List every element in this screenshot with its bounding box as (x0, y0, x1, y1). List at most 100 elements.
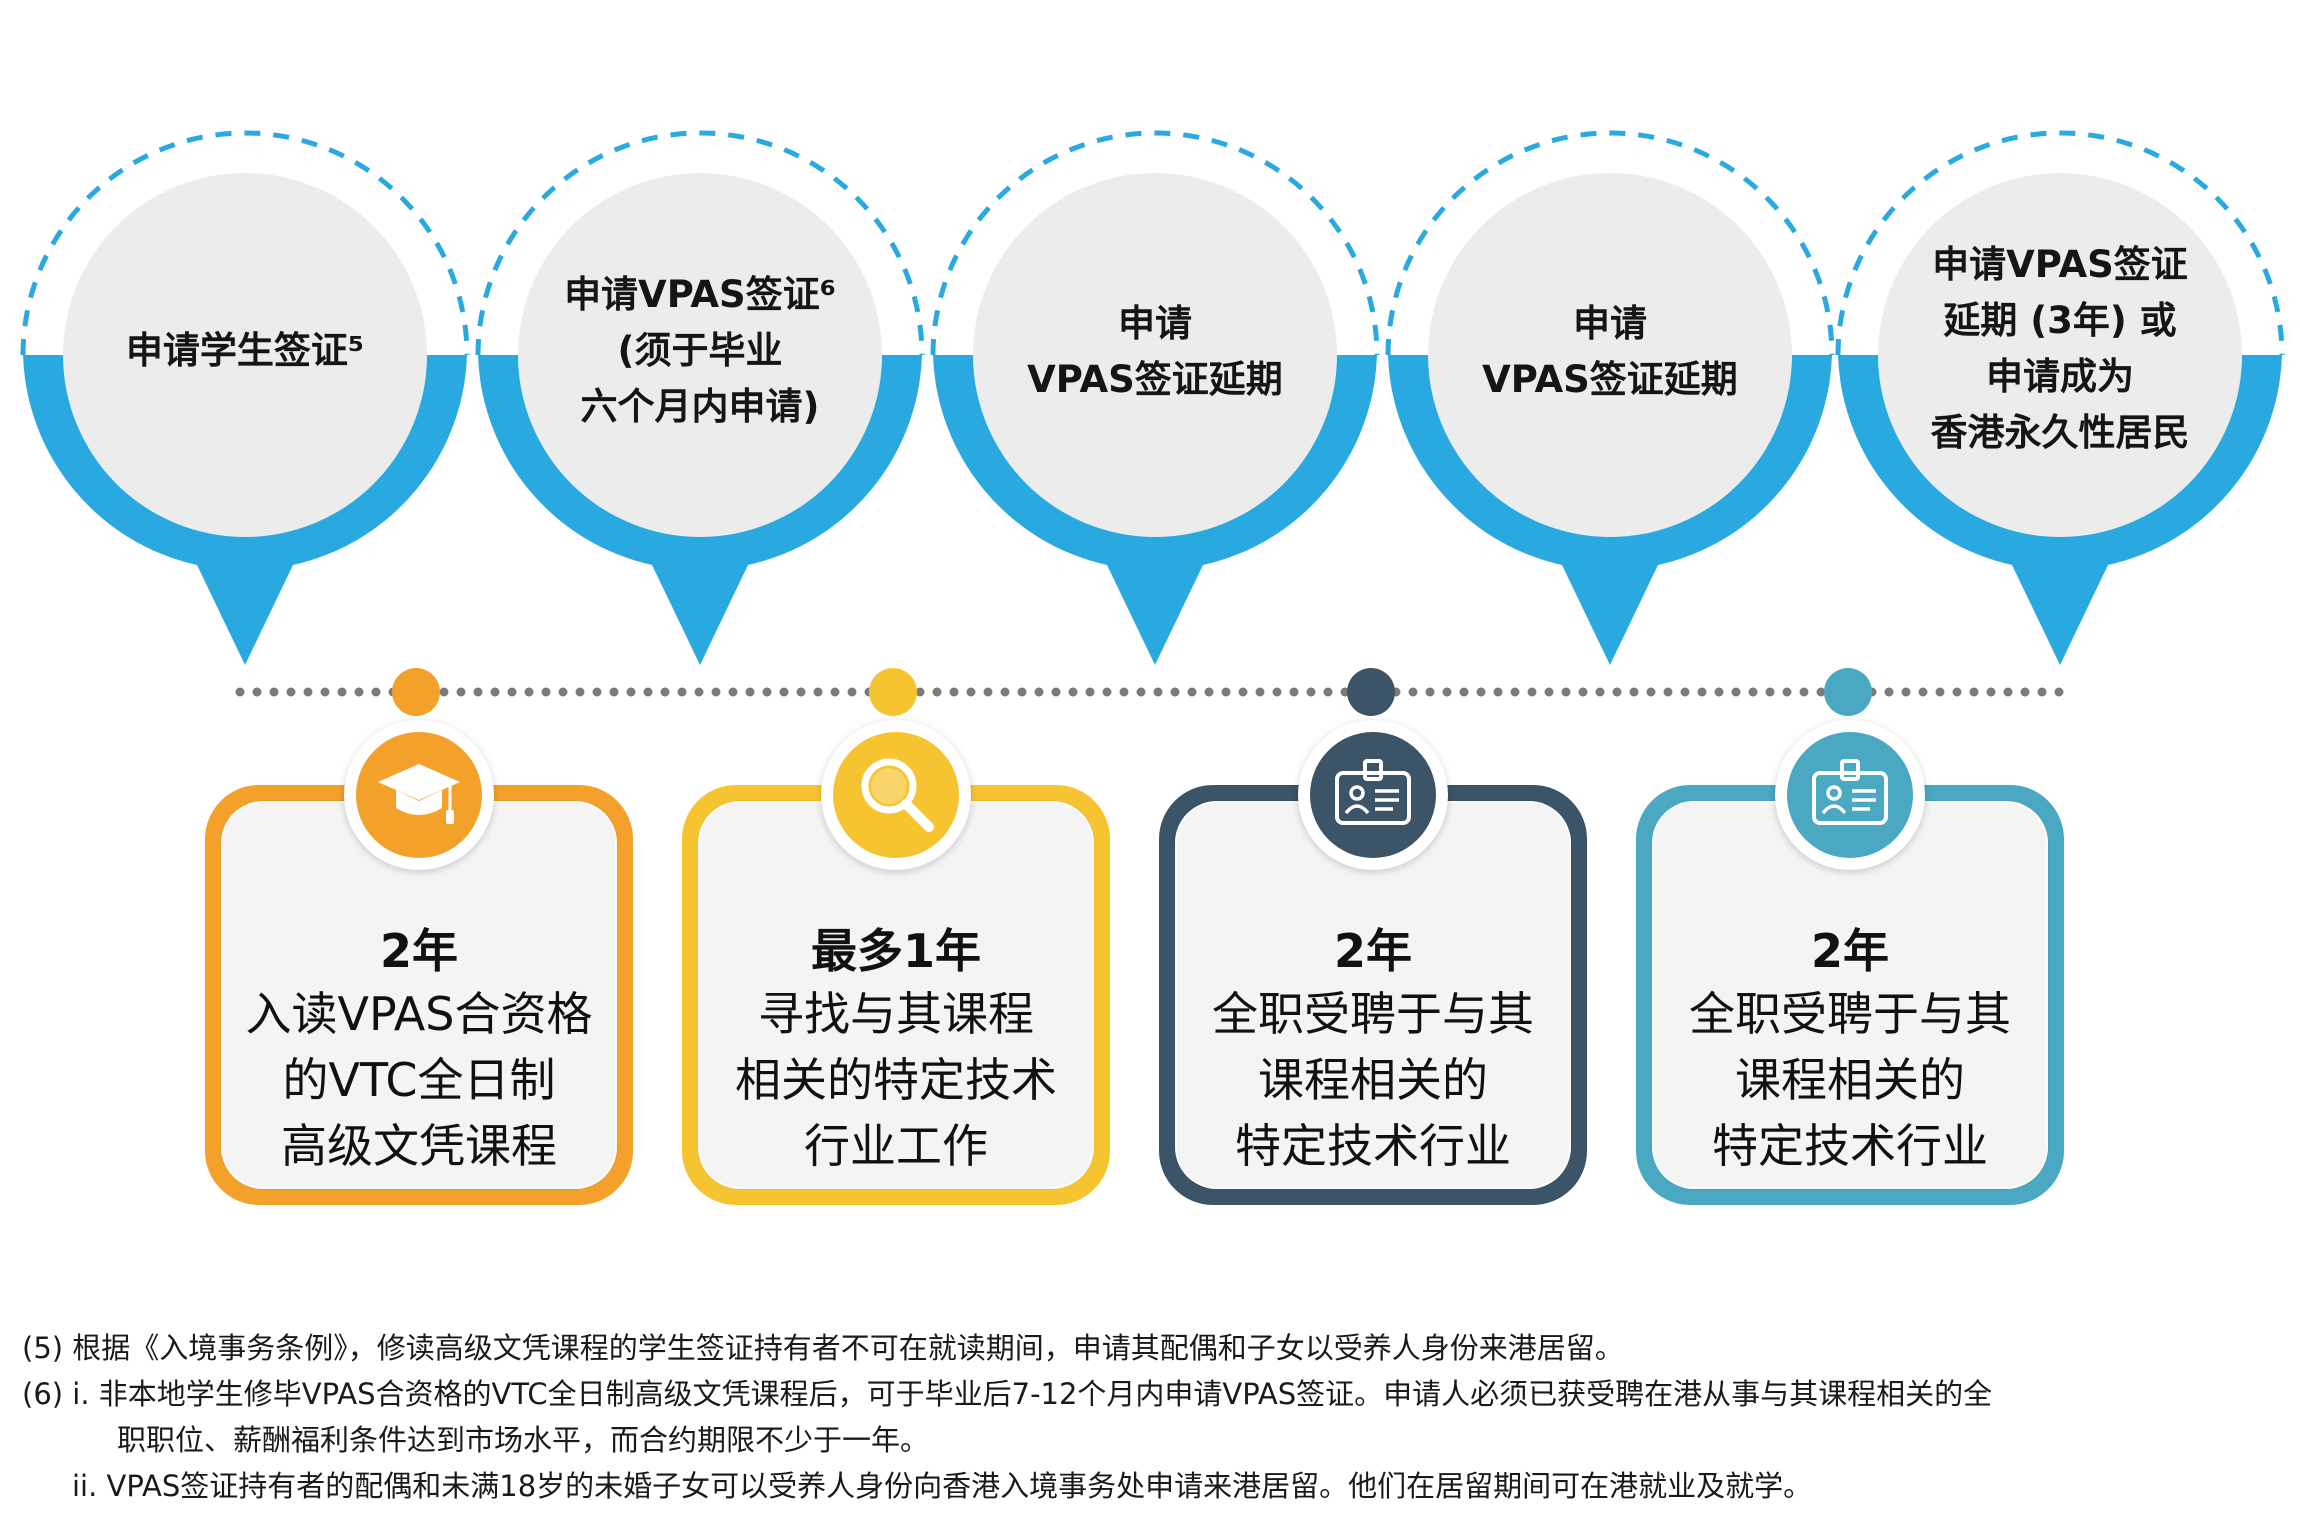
timeline-dot (966, 687, 976, 697)
timeline-dot (2003, 687, 2013, 697)
timeline-dot (1544, 687, 1554, 697)
magnifying-glass-icon (861, 758, 934, 832)
card-4-icon-badge (1775, 720, 1925, 870)
card-line-1: 全职受聘于与其 (1689, 987, 2011, 1041)
timeline-dot (1187, 687, 1197, 697)
timeline-milestone-2 (869, 668, 917, 716)
timeline-dot (1000, 687, 1010, 697)
timeline-dot (1918, 687, 1928, 697)
timeline-dot (1952, 687, 1962, 697)
id-badge-icon (1335, 759, 1411, 825)
timeline-dot (1119, 687, 1129, 697)
timeline-dot (1034, 687, 1044, 697)
timeline-dot (269, 687, 279, 697)
graduation-cap-icon (378, 764, 460, 824)
timeline-dot (1051, 687, 1061, 697)
timeline-dot (252, 687, 262, 697)
timeline-dot (1170, 687, 1180, 697)
timeline-dot (473, 687, 483, 697)
timeline-dot (694, 687, 704, 697)
timeline-dot (1986, 687, 1996, 697)
timeline-dot (1476, 687, 1486, 697)
timeline-dot (1969, 687, 1979, 697)
step-4-line-1: 申请 (1573, 302, 1647, 345)
bubble-2-disc (518, 173, 882, 537)
bubble-3-dashed-arc (930, 130, 1380, 356)
timeline-dot (490, 687, 500, 697)
card-job-search: 最多1年 寻找与其课程 相关的特定技术 行业工作 (682, 785, 1110, 1205)
bubble-3-disc (973, 173, 1337, 537)
timeline-dot (354, 687, 364, 697)
timeline-dot (2037, 687, 2047, 697)
timeline-dot (1255, 687, 1265, 697)
timeline-dot (1578, 687, 1588, 697)
step-5-line-3: 申请成为 (1986, 355, 2134, 398)
timeline-dot (1493, 687, 1503, 697)
footnotes: (5) 根据《入境事务条例》，修读高级文凭课程的学生签证持有者不可在就读期间，申… (22, 1325, 2282, 1509)
timeline-dot (1272, 687, 1282, 697)
timeline-dot (524, 687, 534, 697)
timeline-dot (1289, 687, 1299, 697)
timeline-dot (609, 687, 619, 697)
step-2-label: 申请VPAS签证⁶ (须于毕业 六个月内申请) (540, 267, 860, 435)
timeline-dot (626, 687, 636, 697)
timeline-dot (541, 687, 551, 697)
timeline-dot (1663, 687, 1673, 697)
timeline-dot (1697, 687, 1707, 697)
step-1-line-1: 申请学生签证⁵ (125, 329, 365, 372)
timeline-dot (303, 687, 313, 697)
timeline-dot (983, 687, 993, 697)
timeline-dot (1765, 687, 1775, 697)
bubble-4-disc (1428, 173, 1792, 537)
timeline-dot (1085, 687, 1095, 697)
footnote-6-ii: ii. VPAS签证持有者的配偶和未满18岁的未婚子女可以受养人身份向香港入境事… (72, 1469, 1813, 1503)
timeline-dot (1408, 687, 1418, 697)
timeline-dot (1731, 687, 1741, 697)
timeline-dot (728, 687, 738, 697)
timeline-dot (371, 687, 381, 697)
timeline-dot (1442, 687, 1452, 697)
card-duration: 最多1年 (810, 924, 981, 978)
bubble-5-dashed-arc (1835, 130, 2285, 356)
timeline-dot (1510, 687, 1520, 697)
card-2-icon-badge (821, 720, 971, 870)
timeline-dot (796, 687, 806, 697)
card-line-3: 特定技术行业 (1712, 1119, 1988, 1173)
step-4-label: 申请 VPAS签证延期 (1450, 296, 1770, 408)
timeline-dot (1884, 687, 1894, 697)
timeline-dot (1901, 687, 1911, 697)
step-2-line-3: 六个月内申请) (580, 385, 820, 428)
card-duration: 2年 (1333, 924, 1412, 978)
card-line-3: 行业工作 (804, 1119, 988, 1173)
timeline-dot (1595, 687, 1605, 697)
bubble-5-disc (1878, 173, 2242, 537)
step-5-line-1: 申请VPAS签证 (1932, 243, 2188, 286)
step-2-line-2: (须于毕业 (617, 329, 783, 372)
footnote-5: (5) 根据《入境事务条例》，修读高级文凭课程的学生签证持有者不可在就读期间，申… (22, 1331, 1624, 1365)
step-2-line-1: 申请VPAS签证⁶ (564, 273, 836, 316)
timeline-dot (1935, 687, 1945, 697)
timeline-dot (1782, 687, 1792, 697)
timeline-dot (643, 687, 653, 697)
step-4-line-2: VPAS签证延期 (1482, 358, 1738, 401)
card-line-2: 课程相关的 (1258, 1053, 1488, 1107)
timeline-dot (1017, 687, 1027, 697)
timeline-dot (1221, 687, 1231, 697)
footnote-6-i-continued: 职职位、薪酬福利条件达到市场水平，而合约期限不少于一年。 (117, 1423, 930, 1457)
bubble-1-disc (63, 173, 427, 537)
card-line-2: 的VTC全日制 (282, 1053, 556, 1107)
card-employment-2-body: 2年 全职受聘于与其 课程相关的 特定技术行业 (1652, 801, 2048, 1189)
timeline-dot (949, 687, 959, 697)
timeline-dot (813, 687, 823, 697)
timeline-dot (1102, 687, 1112, 697)
timeline-milestone-1 (392, 668, 440, 716)
timeline-dot (1323, 687, 1333, 697)
timeline-dot (1714, 687, 1724, 697)
timeline-dot (1680, 687, 1690, 697)
step-3-line-2: VPAS签证延期 (1027, 358, 1283, 401)
card-line-2: 课程相关的 (1735, 1053, 1965, 1107)
timeline-dot (235, 687, 245, 697)
timeline-dot (745, 687, 755, 697)
timeline-dot (1306, 687, 1316, 697)
